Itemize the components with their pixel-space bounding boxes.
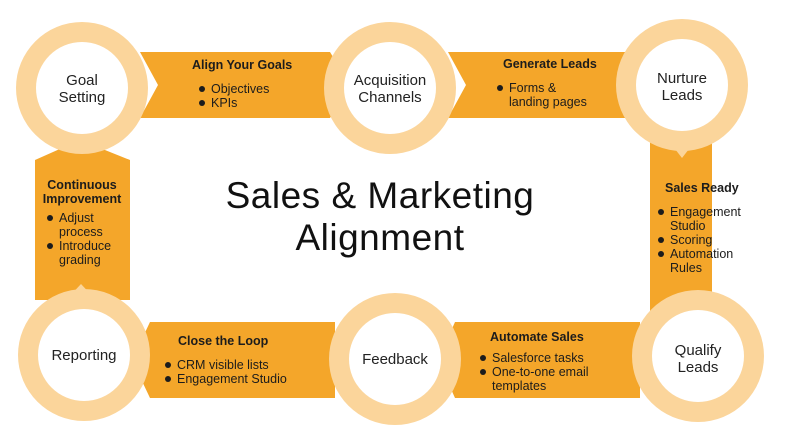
list-item-line: Rules: [670, 261, 702, 275]
list-item: Engagement Studio: [163, 372, 287, 386]
list-item-line: Engagement: [670, 205, 741, 219]
step-close-loop-list: CRM visible lists Engagement Studio: [163, 358, 287, 386]
step-generate-leads-title: Generate Leads: [503, 57, 597, 71]
list-item: Automation Rules: [656, 247, 741, 275]
node-label-line: Acquisition: [353, 72, 427, 89]
node-acquisition-channels: Acquisition Channels: [340, 72, 440, 106]
arrow-close-loop: [132, 322, 335, 398]
node-acquisition-shape: [324, 22, 456, 154]
node-label-line: Leads: [677, 359, 719, 376]
node-label-line: Nurture: [656, 70, 708, 87]
node-qualify-shape: [632, 290, 764, 422]
list-item: Scoring: [656, 233, 741, 247]
node-feedback: Feedback: [345, 351, 445, 368]
node-reporting: Reporting: [34, 347, 134, 364]
step-align-goals-list: Objectives KPIs: [197, 82, 269, 110]
arrow-sales-ready: [650, 130, 712, 325]
list-item-line: Introduce: [59, 239, 112, 253]
list-item: Forms & landing pages: [495, 81, 587, 109]
node-feedback-shape: [329, 293, 461, 425]
title-line: Improvement: [42, 192, 122, 206]
list-item-line: Automation: [670, 247, 734, 261]
list-item: Introduce grading: [45, 239, 111, 267]
step-continuous-improvement-title: Continuous Improvement: [42, 178, 122, 206]
diagram-title: Sales & Marketing Alignment: [180, 175, 580, 259]
list-item-line: One-to-one email: [492, 365, 589, 379]
node-reporting-shape: [18, 289, 150, 421]
step-automate-sales-list: Salesforce tasks One-to-one email templa…: [478, 351, 589, 393]
node-label-line: Qualify: [674, 342, 722, 359]
node-label-line: Channels: [358, 89, 422, 106]
arrow-align-goals: [140, 52, 350, 118]
list-item: Adjust process: [45, 211, 111, 239]
list-item: One-to-one email templates: [478, 365, 589, 393]
node-nurture-leads: Nurture Leads: [632, 70, 732, 104]
node-label-line: Setting: [58, 89, 106, 106]
step-align-goals-title: Align Your Goals: [192, 58, 293, 72]
title-line: Continuous: [47, 178, 117, 192]
list-item-line: grading: [59, 253, 101, 267]
title-line-2: Alignment: [295, 217, 465, 258]
node-label-line: Feedback: [362, 351, 428, 368]
node-goal-setting: Goal Setting: [32, 72, 132, 106]
arrow-generate-leads: [448, 52, 652, 118]
list-item: Salesforce tasks: [478, 351, 589, 365]
list-item: CRM visible lists: [163, 358, 287, 372]
node-qualify-leads: Qualify Leads: [648, 342, 748, 376]
list-item: KPIs: [197, 96, 269, 110]
step-generate-leads-list: Forms & landing pages: [495, 81, 587, 109]
step-continuous-improvement-list: Adjust process Introduce grading: [45, 211, 111, 267]
step-automate-sales-title: Automate Sales: [490, 330, 584, 344]
step-sales-ready-list: Engagement Studio Scoring Automation Rul…: [656, 205, 741, 275]
node-label-line: Reporting: [51, 347, 117, 364]
list-item-line: Forms &: [509, 81, 557, 95]
list-item-line: process: [59, 225, 103, 239]
node-label-line: Goal: [66, 72, 98, 89]
arrow-continuous-improvement: [35, 140, 130, 300]
arrow-automate-sales: [438, 322, 640, 398]
node-nurture-shape: [616, 19, 748, 151]
list-item-line: Adjust: [59, 211, 94, 225]
step-close-loop-title: Close the Loop: [178, 334, 269, 348]
list-item-line: landing pages: [509, 95, 587, 109]
title-line-1: Sales & Marketing: [225, 175, 535, 216]
list-item: Objectives: [197, 82, 269, 96]
step-sales-ready-title: Sales Ready: [665, 181, 739, 195]
list-item-line: Studio: [670, 219, 706, 233]
node-goal-setting-shape: [16, 22, 148, 154]
list-item-line: templates: [492, 379, 547, 393]
list-item: Engagement Studio: [656, 205, 741, 233]
node-label-line: Leads: [661, 87, 703, 104]
